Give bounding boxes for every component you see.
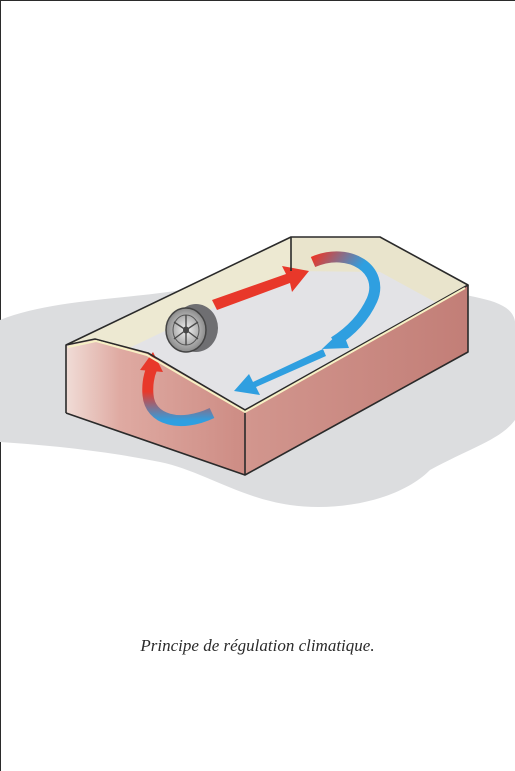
curved-flow-arrowhead xyxy=(322,330,349,349)
rim-highlight xyxy=(67,287,466,414)
wall-rim xyxy=(65,236,469,476)
rising-warm-arrowhead xyxy=(140,352,163,372)
cool-flow-arrow xyxy=(234,349,326,395)
back-left-wall xyxy=(66,237,291,378)
warm-flow-arrow xyxy=(212,266,309,310)
figure-caption: Principe de régulation climatique. xyxy=(140,636,375,655)
right-outer-wall xyxy=(245,285,468,475)
curved-flow-arrow xyxy=(310,251,381,347)
fan-icon xyxy=(165,304,218,353)
rising-warm-arrow xyxy=(142,365,215,426)
